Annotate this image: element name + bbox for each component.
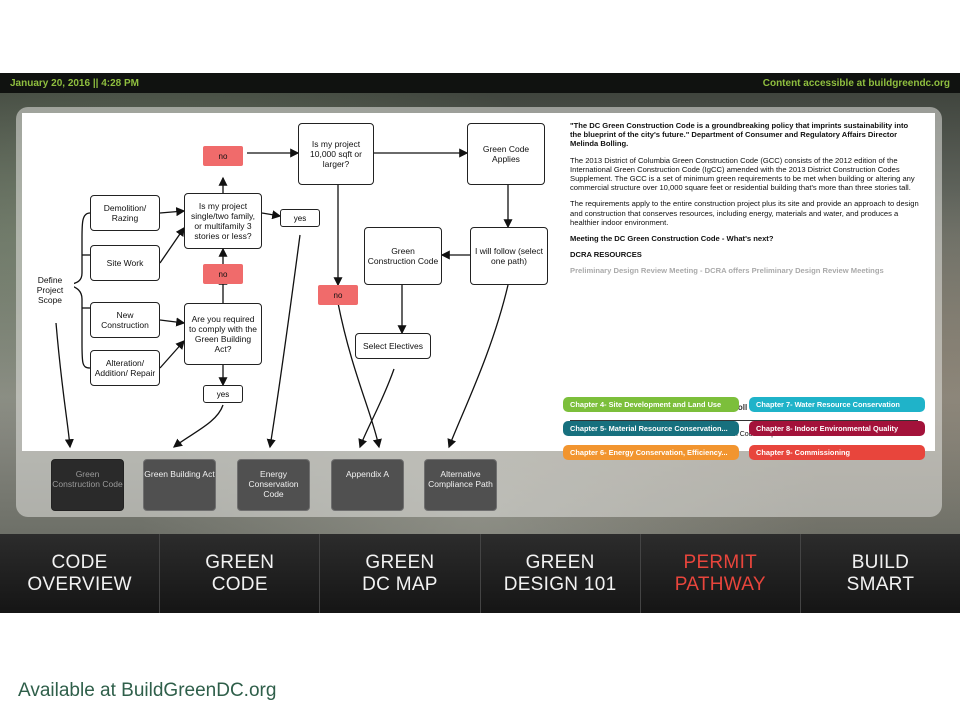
paragraph-gcc: The 2013 District of Columbia Green Cons… (570, 155, 915, 193)
no-tag-middle: no (203, 264, 243, 284)
path-energy-conservation-code-button[interactable]: Energy Conservation Code (237, 459, 310, 511)
nav-label-line1: CODE (51, 551, 108, 573)
paragraph-requirements: The requirements apply to the entire con… (570, 199, 919, 227)
scope-demolition: Demolition/ Razing (90, 195, 160, 231)
description-scroll-area[interactable]: "The DC Green Construction Code is a gro… (570, 121, 920, 317)
drag-hint-text: Drag and scroll to read more (689, 402, 798, 412)
question-green-building-act: Are you required to comply with the Gree… (184, 303, 262, 365)
chapter-8-button[interactable]: Chapter 8- Indoor Environmental Quality (749, 421, 925, 436)
chapter-5-button[interactable]: Chapter 5- Material Resource Conservatio… (563, 421, 739, 436)
faded-preview-text: Preliminary Design Review Meeting - DCRA… (570, 266, 884, 276)
chapter-9-button[interactable]: Chapter 9- Commissioning (749, 445, 925, 460)
path-alternative-compliance-button[interactable]: Alternative Compliance Path (424, 459, 497, 511)
footer-credit: Available at BuildGreenDC.org (18, 680, 277, 701)
yes-tag-single: yes (280, 209, 320, 227)
top-status-bar: January 20, 2016 || 4:28 PM Content acce… (0, 73, 960, 93)
quote-text: "The DC Green Construction Code is a gro… (570, 121, 909, 149)
accessible-label: Content accessible at buildgreendc.org (762, 77, 950, 89)
no-tag-size: no (318, 285, 358, 305)
scope-new-construction: New Construction (90, 302, 160, 338)
datetime-label: January 20, 2016 || 4:28 PM (10, 77, 140, 89)
nav-label-line2: DESIGN 101 (503, 573, 617, 595)
nav-label-line2: SMART (846, 573, 915, 595)
divider-line (570, 420, 918, 421)
path-green-building-act-button[interactable]: Green Building Act (143, 459, 216, 511)
green-code-applies: Green Code Applies (467, 123, 545, 185)
nav-label-line1: GREEN (525, 551, 595, 573)
chapter-4-button-stage[interactable]: Chapter 4- Site Development and Land Use (563, 397, 739, 412)
nav-label-line1: PERMIT (683, 551, 758, 573)
define-scope-label: Define Project Scope (26, 270, 74, 310)
nav-label-line1: GREEN (205, 551, 275, 573)
nav-label-line1: BUILD (851, 551, 910, 573)
follow-path: I will follow (select one path) (470, 227, 548, 285)
chapter-6-button[interactable]: Chapter 6- Energy Conservation, Efficien… (563, 445, 739, 460)
path-appendix-a-button[interactable]: Appendix A (331, 459, 404, 511)
path-green-construction-code-button[interactable]: Green Construction Code (51, 459, 124, 511)
no-tag-top: no (203, 146, 243, 166)
scope-site-work: Site Work (90, 245, 160, 281)
nav-label-line2: CODE (211, 573, 268, 595)
nav-label-line2: DC MAP (362, 573, 438, 595)
green-construction-code-node: Green Construction Code (364, 227, 442, 285)
heading-dcra-resources: DCRA RESOURCES (570, 250, 642, 260)
chapter-7-button-stage[interactable]: Chapter 7- Water Resource Conservation (749, 397, 925, 412)
question-project-size: Is my project 10,000 sqft or larger? (298, 123, 374, 185)
scope-alteration: Alteration/ Addition/ Repair (90, 350, 160, 386)
nav-label-line2: PATHWAY (674, 573, 766, 595)
select-electives: Select Electives (355, 333, 431, 359)
question-single-family: Is my project single/two family, or mult… (184, 193, 262, 249)
yes-tag-gba: yes (203, 385, 243, 403)
heading-whats-next: Meeting the DC Green Construction Code -… (570, 234, 774, 244)
permit-pathway-panel[interactable]: Define Project Scope Demolition/ Razing … (22, 113, 935, 451)
nav-label-line2: OVERVIEW (27, 573, 132, 595)
review-chapters-text: Review the DC Green Construction Code Ch… (628, 431, 860, 438)
app-screen: January 20, 2016 || 4:28 PM Content acce… (0, 73, 960, 613)
nav-label-line1: GREEN (365, 551, 435, 573)
